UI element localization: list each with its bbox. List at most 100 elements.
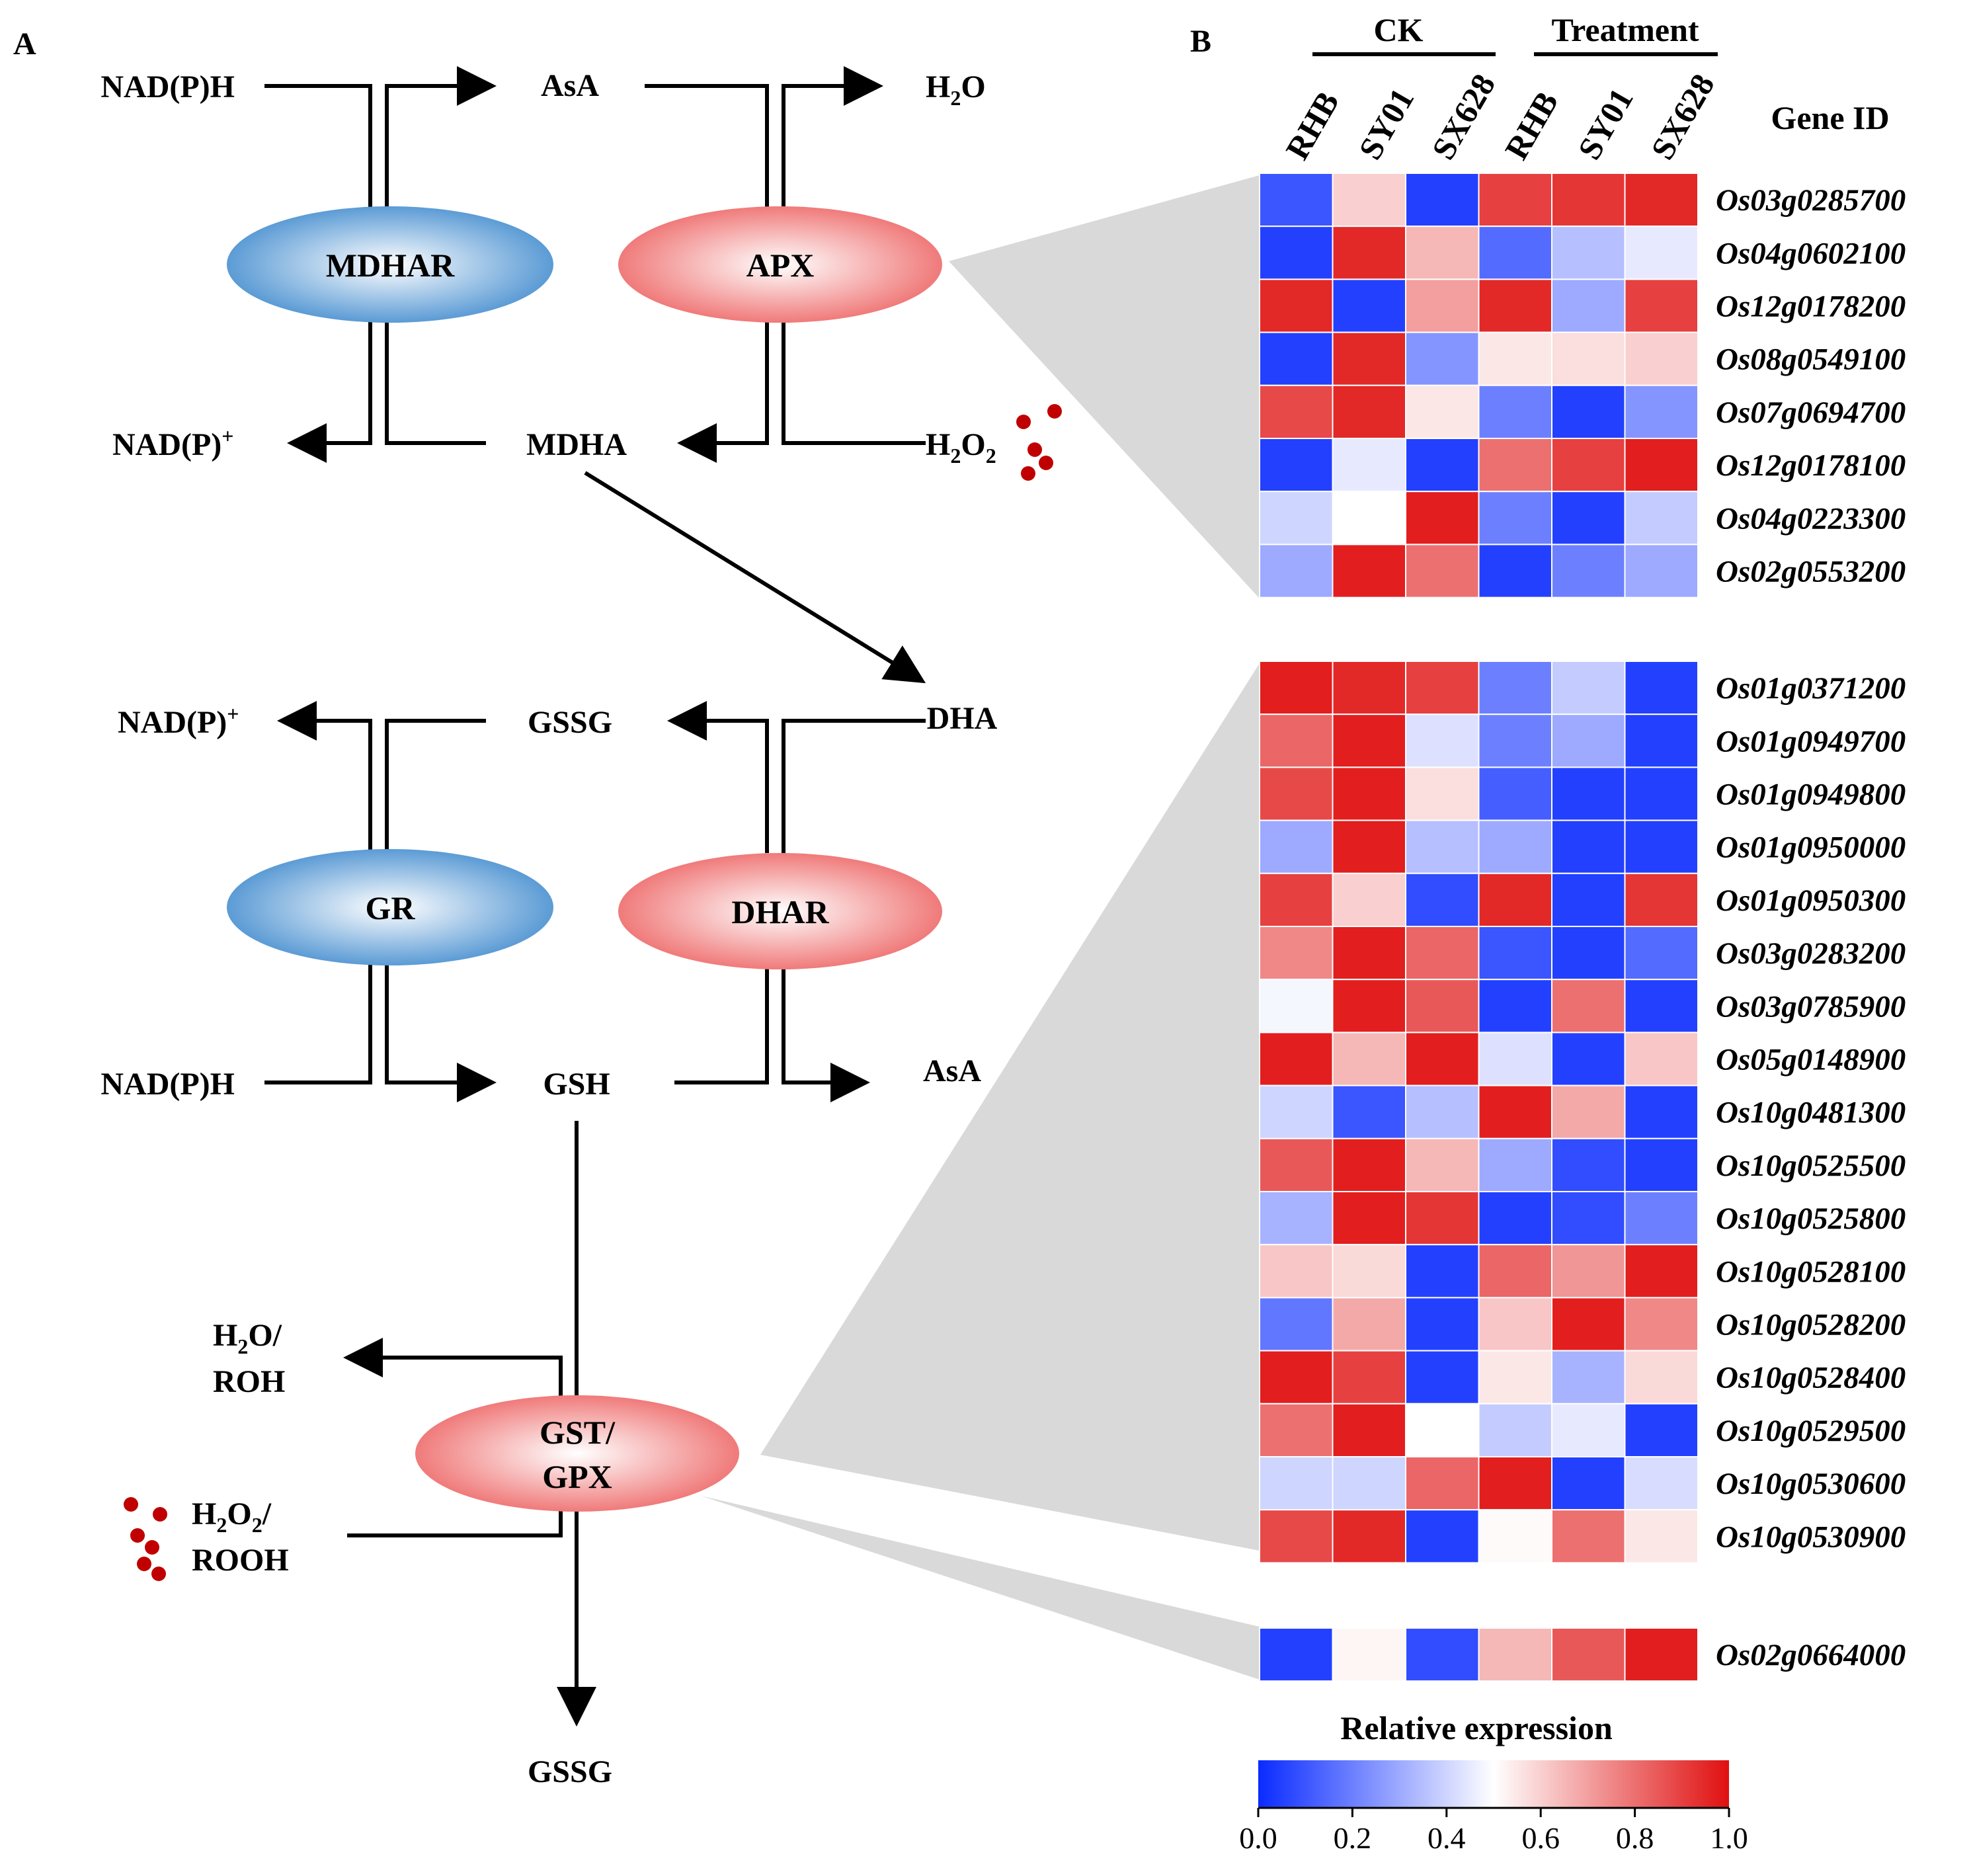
heatmap-cell: [1478, 544, 1552, 598]
heatmap-cell: [1405, 1244, 1480, 1299]
apx-ellipse: [618, 206, 942, 323]
panel-a-label: A: [13, 26, 36, 61]
heatmap-cell: [1478, 766, 1552, 821]
heatmap-cell: [1624, 1350, 1699, 1405]
apx-connector: [949, 175, 1260, 598]
heatmap-cell: [1405, 384, 1480, 439]
nadph-top: NAD(P)H: [101, 69, 235, 104]
heatmap-cell: [1624, 225, 1699, 280]
nadp-top: NAD(P)+: [112, 424, 234, 462]
gsh: GSH: [543, 1067, 610, 1102]
heatmap-cell: [1332, 872, 1406, 928]
gssg-mid: GSSG: [528, 705, 612, 740]
panel-b-label: B: [1190, 24, 1211, 59]
heatmap-cell: [1332, 1297, 1406, 1352]
heatmap-cell: [1551, 819, 1626, 874]
mdha: MDHA: [526, 427, 627, 462]
heatmap-cell: [1259, 1627, 1334, 1682]
heatmap-cell: [1551, 1297, 1626, 1352]
gene-id-label: Os08g0549100: [1716, 343, 1906, 377]
heatmap-cell: [1551, 278, 1626, 333]
heatmap-cell: [1624, 438, 1699, 493]
heatmap-cell: [1405, 491, 1480, 546]
legend-colorbar: [1258, 1760, 1729, 1808]
heatmap-cell: [1405, 331, 1480, 386]
gst-single-connector: [701, 1496, 1260, 1680]
heatmap-cell: [1405, 1297, 1480, 1352]
gene-labels: Os03g0285700Os04g0602100Os12g0178200Os08…: [1716, 183, 1906, 1672]
heatmap-cell: [1332, 544, 1406, 598]
heatmap-cell: [1332, 979, 1406, 1034]
heatmap-cell: [1478, 491, 1552, 546]
heatmap-cell: [1405, 438, 1480, 493]
heatmap-cell: [1259, 331, 1334, 386]
heatmap-cell: [1624, 661, 1699, 715]
heatmap-cell: [1551, 1627, 1626, 1682]
gene-id-label: Os05g0148900: [1716, 1043, 1906, 1077]
heatmap-cell: [1259, 872, 1334, 928]
column-header: RHB: [1498, 85, 1566, 166]
column-header: SX628: [1644, 67, 1722, 165]
heatmap-cell: [1405, 1032, 1480, 1086]
gssg-bottom: GSSG: [528, 1754, 612, 1789]
heatmap-cell: [1259, 438, 1334, 493]
heatmap-cell: [1259, 1509, 1334, 1564]
h2o-top: H2O: [926, 69, 986, 110]
heatmap-cell: [1478, 1191, 1552, 1246]
enzyme-dhar: DHAR: [618, 853, 942, 969]
heatmap-cell: [1259, 1456, 1334, 1511]
heatmap-cell: [1478, 1350, 1552, 1405]
heatmap-cell: [1259, 1191, 1334, 1246]
legend-tick-label: 0.2: [1334, 1821, 1372, 1855]
column-header: RHB: [1278, 85, 1346, 166]
gene-id-label: Os10g0530600: [1716, 1467, 1906, 1501]
heatmap-cell: [1259, 1084, 1334, 1139]
heatmap-cell: [1624, 926, 1699, 981]
heatmap-cell: [1332, 766, 1406, 821]
heatmap-cell: [1259, 1350, 1334, 1405]
gene-id-label: Os03g0283200: [1716, 936, 1906, 971]
heatmap-cell: [1551, 173, 1626, 227]
roh: ROH: [213, 1364, 285, 1399]
gene-id-label: Os01g0371200: [1716, 671, 1906, 706]
heatmap-cell: [1624, 491, 1699, 546]
heatmap-cell: [1478, 1084, 1552, 1139]
heatmap-cell: [1624, 384, 1699, 439]
gst-label-line2: GPX: [542, 1458, 612, 1495]
heatmap-cell: [1332, 331, 1406, 386]
heatmap-cell: [1332, 819, 1406, 874]
heatmap-cell: [1405, 661, 1480, 715]
gene-id-label: Os02g0553200: [1716, 555, 1906, 589]
mdhar-ellipse: [227, 206, 553, 323]
heatmap-cell: [1551, 1032, 1626, 1086]
column-header: SX628: [1424, 67, 1502, 165]
heatmap-cell: [1551, 491, 1626, 546]
heatmap-cell: [1259, 278, 1334, 333]
heatmap-cell: [1624, 1297, 1699, 1352]
dhar-ellipse: [618, 853, 942, 969]
heatmap-cell: [1405, 225, 1480, 280]
heatmap-cell: [1405, 173, 1480, 227]
heatmap-cell: [1551, 872, 1626, 928]
heatmap-cell: [1405, 819, 1480, 874]
heatmap-cell: [1259, 491, 1334, 546]
group-ck: CK: [1374, 11, 1424, 48]
gene-id-label: Os10g0528400: [1716, 1361, 1906, 1395]
heatmap-cell: [1332, 1403, 1406, 1458]
column-header: SY01: [1351, 82, 1421, 166]
gene-id-label: Os04g0602100: [1716, 236, 1906, 270]
heatmap-cell: [1478, 1403, 1552, 1458]
gene-id-label: Os01g0950300: [1716, 883, 1906, 918]
rooh: ROOH: [192, 1543, 289, 1578]
heatmap-cell: [1405, 1084, 1480, 1139]
heatmap-cell: [1551, 1509, 1626, 1564]
heatmap-cell: [1405, 872, 1480, 928]
heatmap-cell: [1405, 278, 1480, 333]
heatmap-cell: [1478, 1509, 1552, 1564]
enzyme-mdhar: MDHAR: [227, 206, 553, 323]
heatmap-cell: [1478, 384, 1552, 439]
gene-id-label: Os10g0530900: [1716, 1520, 1906, 1554]
h2o2-top: H2O2: [926, 427, 996, 468]
heatmap-cell: [1551, 544, 1626, 598]
heatmap-cell: [1259, 766, 1334, 821]
